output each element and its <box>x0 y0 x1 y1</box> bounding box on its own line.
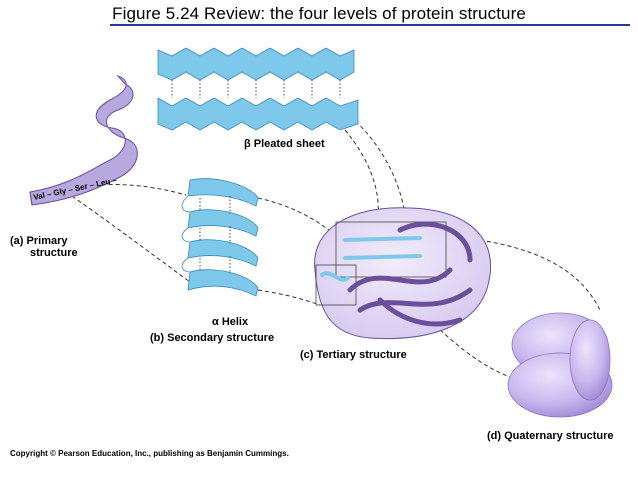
primary-letter: (a) <box>10 235 24 247</box>
figure-title: Figure 5.24 Review: the four levels of p… <box>112 4 526 23</box>
primary-line2: structure <box>30 247 78 259</box>
tertiary-label: (c) Tertiary structure <box>300 349 407 361</box>
residue-val: Val <box>33 191 46 202</box>
tertiary-structure <box>314 207 492 340</box>
pleated-sheet-label: β Pleated sheet <box>244 138 325 150</box>
secondary-label: (b) Secondary structure <box>150 332 275 344</box>
quaternary-label: (d) Quaternary structure <box>487 430 614 442</box>
residue-leu: Leu <box>95 177 111 189</box>
title-rule <box>110 24 630 26</box>
residue-gly: Gly <box>53 186 68 198</box>
primary-ribbon <box>29 74 138 206</box>
primary-line1: Primary <box>26 235 68 247</box>
primary-label: (a) Primary structure <box>10 235 78 259</box>
helix-hbonds <box>199 196 231 274</box>
residue-ser: Ser <box>74 182 88 193</box>
alpha-helix <box>181 178 259 297</box>
beta-sheet <box>157 47 359 131</box>
sequence-label: Val – Gly – Ser – Leu – <box>33 175 119 202</box>
alpha-helix-label: α Helix <box>212 316 249 328</box>
quaternary-structure <box>507 312 613 418</box>
copyright-text: Copyright © Pearson Education, Inc., pub… <box>10 449 289 458</box>
